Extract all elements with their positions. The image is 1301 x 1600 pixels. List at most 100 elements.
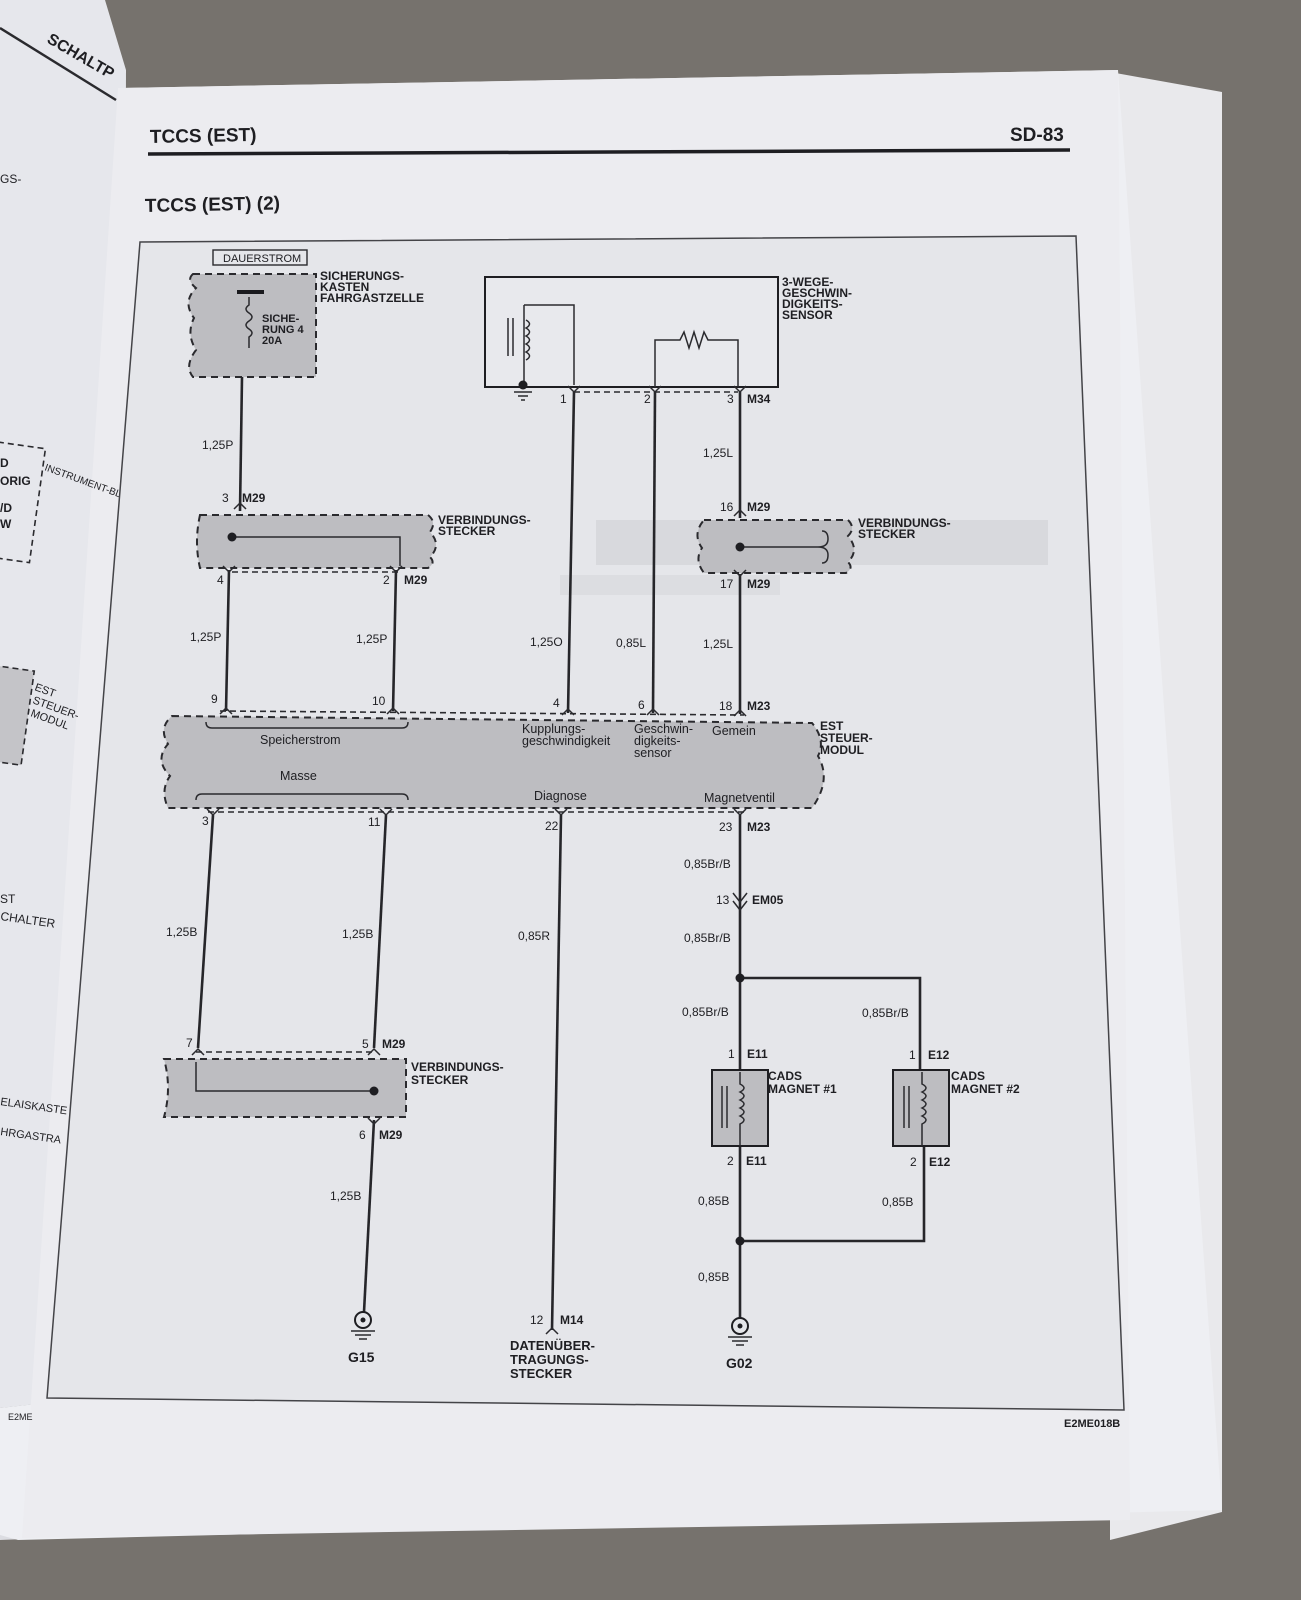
pin-10-ecu: 10 [372,694,386,708]
conn-m29-b: M29 [404,573,428,587]
connector-3-label-2: STECKER [411,1073,469,1087]
cads-magnet-2: CADS MAGNET #2 [892,1069,1020,1147]
wire-label-8: 0,85Br/B [684,857,731,871]
connector-1-bridge [232,536,401,566]
wire-label-12: 0,85R [518,929,550,943]
g02-ground-symbol [728,1336,752,1346]
wire-fuse-to-m29-3 [238,376,244,512]
sensor-ground-symbol [514,391,532,401]
g15-eyelet-center [360,1317,366,1323]
pin-7-m29: 7 [186,1036,193,1050]
section-title: TCCS (EST) [150,125,257,148]
page-number: SD-83 [1010,125,1064,146]
g02-eyelet-center [737,1323,743,1329]
chevron-ecu-3 [206,808,220,817]
chevron-ecu-22 [554,808,568,817]
chevron-m34-2 [648,385,662,394]
chevron-ecu-23 [733,808,747,817]
cads2-coil [920,1072,927,1146]
connector-3-bridge [195,1062,374,1092]
chevron-m34-1 [567,385,581,394]
g15-eyelet [354,1311,372,1329]
pin-12-m14: 12 [530,1313,544,1327]
pin-3-ecu: 3 [202,814,209,828]
ecu-pin-magnetventil: Magnetventil [704,791,775,805]
pin-9-ecu: 9 [211,692,218,706]
ground-g02: G02 [726,1317,753,1371]
connector-3-label-1: VERBINDUNGS- [411,1060,504,1074]
left-fragment-d2: /D [0,501,12,515]
ecu-label-1: EST [820,719,844,733]
connector-2-shield [740,530,829,564]
connector-1-outline [196,514,437,569]
left-fragment-code: E2ME [8,1412,33,1422]
data-connector-label-3: STECKER [510,1366,573,1381]
wire-label-10: 1,25B [166,925,197,939]
pin-2-e11: 2 [727,1154,734,1168]
conn-m29-c: M29 [747,500,771,514]
speed-sensor-box [484,276,779,388]
wire-label-9: 0,85Br/B [684,931,731,945]
sensor-resistor [654,329,739,387]
conn-m29-d: M29 [747,577,771,591]
connector-em05-symbol [732,892,748,912]
est-bracket-top [205,721,409,729]
fuse-label-2: RUNG 4 [262,324,304,336]
dauerstrom-box [212,249,308,266]
fuse-label-1: SICHE- [262,313,300,325]
ecu-pin-gemein: Gemein [712,724,756,738]
est-module: Speicherstrom Masse Kupplungs- geschwind… [160,710,873,813]
pin-2-e12: 2 [910,1155,917,1169]
ecu-pin-diagnose: Diagnose [534,789,587,803]
connector-1-splice [227,532,237,542]
pin-6-m29: 6 [359,1128,366,1142]
pin-2-m34: 2 [644,392,651,406]
wire-label-1: 1,25P [202,438,233,452]
chevron-m29-6 [367,1117,381,1126]
wire-label-17: 0,85B [882,1195,913,1209]
cads2-label-2: MAGNET #2 [951,1082,1020,1096]
conn-e12-a: E12 [928,1048,950,1062]
left-fragment-gs: GS- [0,172,21,186]
connector-2: VERBINDUNGS- STECKER [696,516,951,574]
left-fragment-st: ST [0,892,16,906]
cads2-label-1: CADS [951,1069,985,1083]
pin-chevrons [191,385,747,1335]
header-rule [147,148,1071,156]
conn-m23-a: M23 [747,699,771,713]
g02-eyelet [731,1317,749,1335]
speed-sensor: 3-WEGE- GESCHWIN- DIGKEITS- SENSOR [484,275,852,401]
speed-sensor-label-4: SENSOR [782,308,833,322]
pin-6-ecu: 6 [638,698,645,712]
g15-label: G15 [348,1349,375,1365]
wire-label-6: 0,85L [616,636,646,650]
pin-3-m34: 3 [727,392,734,406]
ecu-pin-kupplung-2: geschwindigkeit [522,734,611,748]
connector-3: VERBINDUNGS- STECKER [162,1051,504,1118]
wire-sensor-1-to-ecu-4 [566,391,576,714]
speed-sensor-label-1: 3-WEGE- [782,275,833,289]
wire-m29-6-to-g15 [362,1119,376,1313]
wire-label-3: 1,25P [356,632,387,646]
sensor-ground-dot [518,380,528,390]
wire-label-7: 1,25L [703,637,733,651]
connector-3-splice [369,1086,379,1096]
speed-sensor-label-3: DIGKEITS- [782,297,843,311]
pin-23-ecu: 23 [719,820,733,834]
sensor-coil [524,319,531,361]
wire-sensor-2-to-ecu-6 [651,391,657,714]
chevron-ecu-10 [386,706,400,715]
pin-22-ecu: 22 [545,819,559,833]
chevron-m34-3 [733,385,747,394]
ecu-pin-geschw-3: sensor [634,746,672,760]
chevron-ecu-4 [561,707,575,716]
wire-label-11: 1,25B [342,927,373,941]
wires [196,376,926,1331]
fuse-box: DAUERSTROM SICHE- RUNG 4 20A SICHERUNGS-… [187,249,424,378]
left-instrument-box [0,441,47,564]
ecu-label-3: MODUL [820,743,864,757]
connector-2-splice [735,542,745,552]
fuse-symbol [245,297,253,348]
fuse-label-3: 20A [262,335,282,347]
fuse-box-label-3: FAHRGASTZELLE [320,291,424,305]
